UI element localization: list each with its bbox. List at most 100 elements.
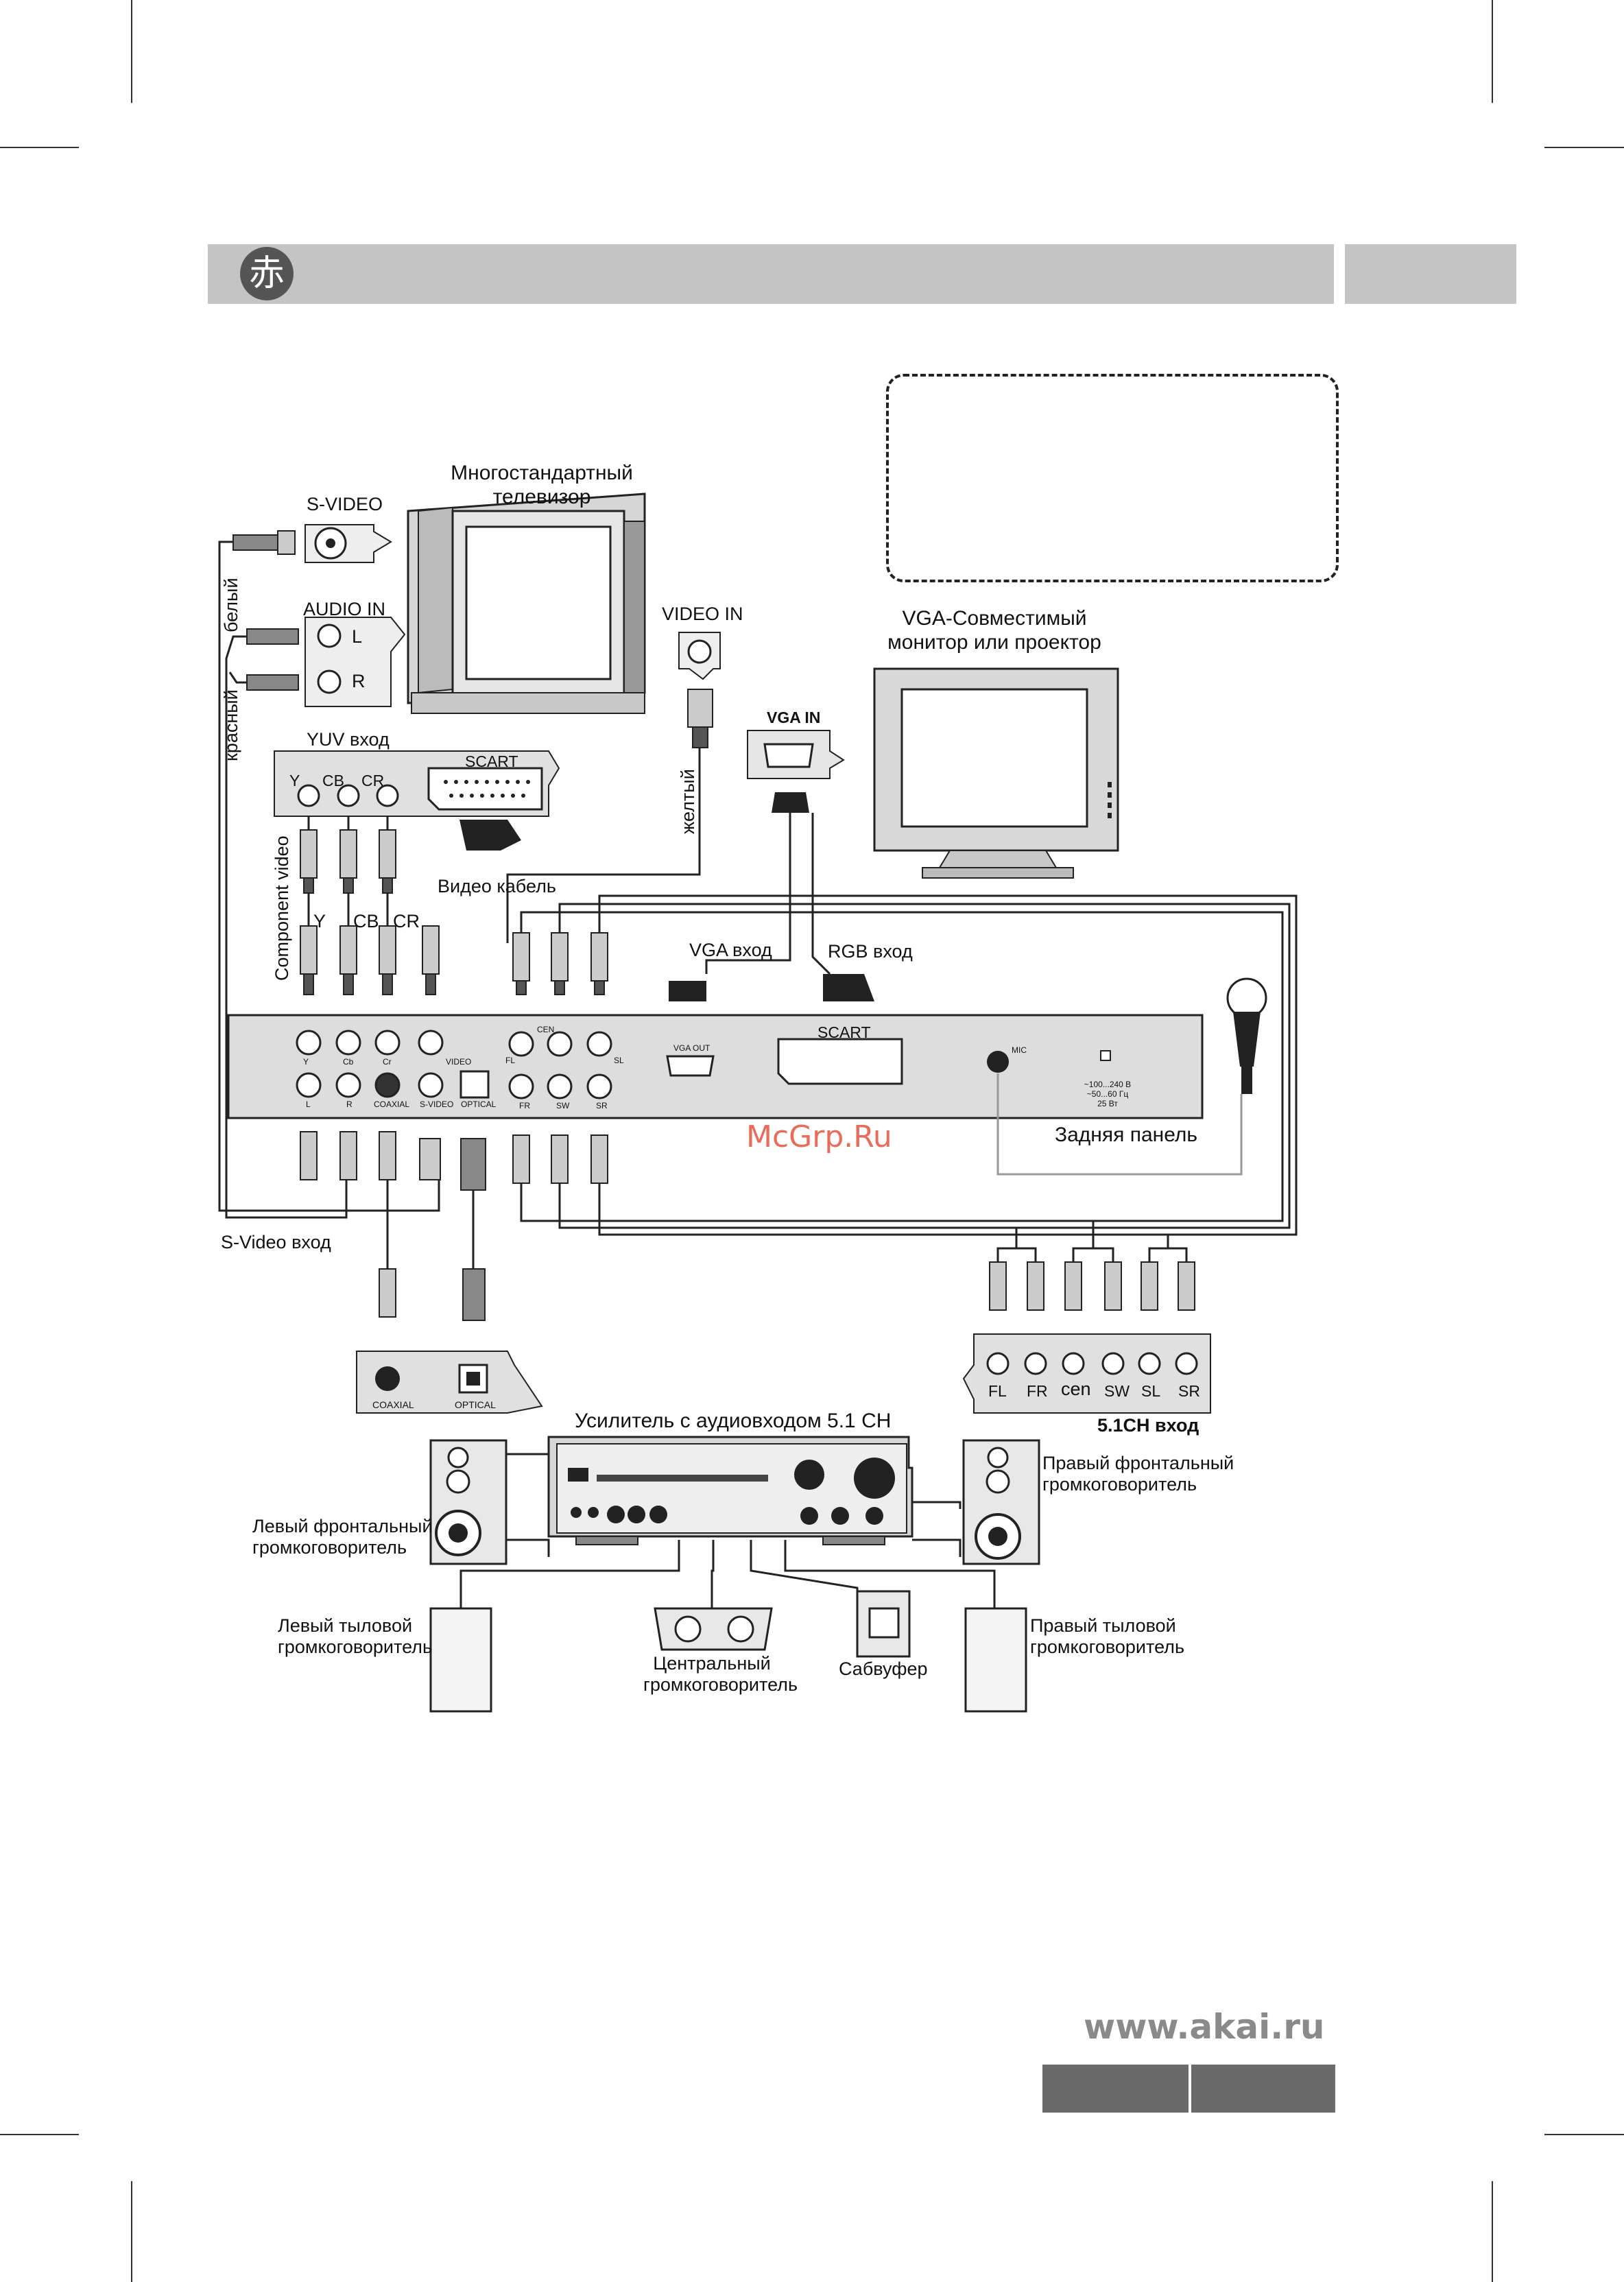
speaker-rear-right [964, 1607, 1027, 1713]
ch51-fr: FR [1027, 1382, 1048, 1400]
ch51-sw: SW [1104, 1382, 1130, 1400]
subwoofer-label: Сабвуфер [839, 1659, 928, 1679]
jack-video: VIDEO [446, 1057, 472, 1067]
jack-cr: Cr [383, 1057, 392, 1067]
speaker-front-right [962, 1439, 1040, 1565]
ch51-sr: SR [1178, 1382, 1200, 1400]
note-box [886, 374, 1339, 582]
jack-y: Y [303, 1057, 309, 1067]
jack-r: R [346, 1100, 353, 1109]
digital-input-box [356, 1351, 543, 1414]
panel-scart-label: SCART [817, 1023, 871, 1041]
audio-left-label: L [352, 626, 363, 647]
yuv-scart-panel [274, 750, 560, 851]
ch51-cables [996, 1221, 1188, 1262]
jack-cen: CEN [537, 1025, 555, 1034]
tv-svideo-jack [232, 524, 392, 563]
vga-in-label: VGA IN [767, 709, 821, 726]
footer-url[interactable]: www.akai.ru [1084, 2007, 1325, 2047]
power-rating: ~100...240 В ~50...60 Гц 25 Вт [1084, 1080, 1132, 1108]
jack-fr: FR [519, 1101, 530, 1110]
svideo-in-label: S-Video вход [221, 1232, 331, 1252]
yuv-y: Y [289, 772, 300, 789]
tv-video-in-jack [678, 632, 721, 748]
header-tab [1345, 244, 1516, 304]
rear-left-label: Левый тыловой громкоговоритель [278, 1615, 433, 1658]
vga-rgb-plugs [669, 974, 874, 1001]
jack-optical: OPTICAL [461, 1100, 497, 1109]
jack-sw: SW [556, 1101, 570, 1110]
yellow-cable-label: желтый [678, 769, 698, 834]
audio-top-plugs [512, 932, 608, 995]
ch51-sl: SL [1141, 1382, 1161, 1400]
optical-label: OPTICAL [455, 1399, 496, 1410]
subwoofer [856, 1590, 911, 1658]
tv-illustration [407, 492, 646, 714]
speaker-front-left [429, 1439, 508, 1565]
video-in-label: VIDEO IN [662, 604, 743, 624]
header-bar [208, 244, 1334, 304]
speaker-rear-left [429, 1607, 492, 1713]
panel-lower-plugs [300, 1131, 608, 1191]
microphone-illustration [1226, 977, 1267, 1094]
ch51-cen: cen [1061, 1379, 1091, 1399]
tv-audio-jacks [246, 617, 406, 707]
ch51-title: 5.1CH вход [1097, 1415, 1199, 1436]
rgb-input-label: RGB вход [828, 941, 913, 962]
jack-l: L [306, 1100, 311, 1109]
jack-fl: FL [505, 1056, 516, 1065]
component-video-label: Component video [272, 835, 292, 981]
digital-plugs [379, 1268, 486, 1321]
audio-in-label: AUDIO IN [303, 599, 386, 619]
watermark: McGrp.Ru [746, 1119, 892, 1154]
jack-cb: Cb [343, 1057, 354, 1067]
video-cable-label: Видео кабель [438, 876, 556, 896]
footer-box-left [1042, 2065, 1189, 2113]
footer-box-right [1191, 2065, 1335, 2113]
yuv-cr: CR [361, 772, 385, 789]
plug-y-label: Y [313, 911, 326, 931]
vga-input-label: VGA вход [689, 940, 772, 960]
mic-label: MIC [1012, 1045, 1027, 1055]
ch51-plugs [989, 1261, 1195, 1311]
ch51-fl: FL [988, 1382, 1007, 1400]
jack-sr: SR [596, 1101, 608, 1110]
front-left-label: Левый фронтальный громкоговоритель [252, 1516, 433, 1558]
yuv-title: YUV вход [307, 729, 390, 750]
rear-panel-illustration [227, 1014, 1204, 1119]
plug-cr-label: CR [393, 911, 420, 931]
yuv-cb: CB [322, 772, 344, 789]
akai-logo-icon: 赤 [240, 247, 294, 300]
vga-in-port [747, 730, 845, 813]
audio-right-label: R [352, 671, 366, 691]
rear-panel-caption: Задняя панель [1055, 1124, 1198, 1146]
front-right-label: Правый фронтальный громкоговоритель [1042, 1453, 1234, 1495]
svideo-label: S-VIDEO [307, 494, 383, 514]
vga-monitor-title: VGA-Совместимый монитор или проектор [887, 607, 1101, 654]
rear-right-label: Правый тыловой громкоговоритель [1030, 1615, 1185, 1658]
mic-cable [996, 1073, 1243, 1176]
digital-cables [386, 1180, 475, 1269]
vga-monitor-illustration [873, 667, 1119, 879]
yuv-scart: SCART [465, 752, 518, 770]
amplifier-illustration [547, 1436, 914, 1545]
red-cable-label: красный [221, 689, 241, 761]
center-label: Центральный громкоговоритель [643, 1653, 798, 1696]
vga-rgb-cables [705, 813, 831, 975]
amplifier-title: Усилитель с аудиовходом 5.1 CH [575, 1410, 892, 1432]
tv-title: Многостандартный телевизор [451, 462, 633, 508]
speaker-wires [459, 1453, 996, 1608]
white-cable-label: белый [221, 578, 241, 632]
jack-svideo: S-VIDEO [420, 1100, 454, 1109]
jack-sl: SL [614, 1056, 624, 1065]
speaker-center [654, 1607, 773, 1651]
vga-out-label: VGA OUT [673, 1043, 710, 1053]
audio-loop [520, 894, 1298, 1236]
plug-cb-label: CB [353, 911, 379, 931]
jack-coaxial: COAXIAL [374, 1100, 410, 1109]
component-plugs-top [300, 829, 440, 995]
ch51-input-box [962, 1333, 1211, 1414]
coaxial-label: COAXIAL [372, 1399, 414, 1410]
